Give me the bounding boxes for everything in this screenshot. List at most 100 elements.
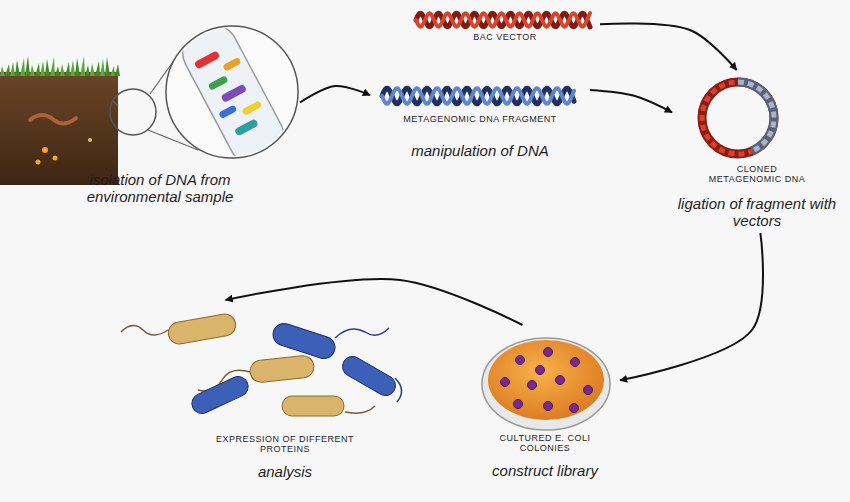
caption-label: CULTURED E. COLI COLONIES — [490, 433, 600, 454]
bacterium-tan — [282, 396, 344, 416]
tube-glass — [173, 15, 293, 174]
grass-blade — [35, 63, 40, 76]
caption-label: EXPRESSION OF DIFFERENT PROTEINS — [198, 434, 373, 455]
caption-label: CLONED METAGENOMIC DNA — [700, 164, 815, 185]
microbe — [241, 100, 262, 116]
step-label: construct library — [492, 462, 598, 479]
grass-blade — [95, 61, 100, 76]
fragment-step: METAGENOMIC DNA FRAGMENT manipulation of … — [370, 78, 590, 164]
grass-blade — [50, 57, 55, 76]
soil-particle — [36, 160, 41, 165]
microbe — [234, 118, 259, 136]
cloning-step: CLONED METAGENOMIC DNA ligation of fragme… — [672, 70, 842, 233]
flow-arrow — [590, 90, 672, 112]
bacterium-blue — [339, 353, 399, 399]
plasmid-ring — [702, 82, 774, 154]
microbe — [222, 57, 241, 72]
grass-blade — [25, 56, 30, 76]
vector-label: BAC VECTOR — [410, 2, 600, 46]
grass-blade — [30, 65, 35, 76]
dna-strand — [416, 13, 590, 27]
grass-blade — [100, 59, 105, 76]
soil-particle — [53, 156, 58, 161]
insert-dna — [738, 82, 774, 151]
test-tube — [173, 15, 293, 174]
sample-step: isolation of DNA from environmental samp… — [20, 25, 300, 210]
grass-blade — [115, 64, 120, 76]
grass-blade — [45, 59, 50, 76]
flow-arrow — [226, 279, 523, 325]
grass-blade — [65, 62, 70, 76]
dna-strand — [382, 88, 574, 104]
flow-arrow — [620, 233, 763, 380]
colony — [571, 358, 580, 367]
dna-strand — [416, 13, 590, 27]
step-label: manipulation of DNA — [411, 142, 549, 159]
bacterium-blue — [270, 321, 338, 362]
grass-blade — [15, 60, 20, 76]
colony — [570, 404, 579, 413]
dish-rim — [482, 338, 610, 430]
grass-blade — [70, 60, 75, 76]
grass-blade — [80, 56, 85, 76]
step-label: analysis — [258, 463, 312, 480]
flagellum — [121, 325, 168, 335]
microbe — [220, 84, 247, 103]
plasmid — [702, 82, 774, 154]
grass-blade — [40, 61, 45, 76]
dna-strand — [382, 88, 574, 104]
plasmid-ring — [702, 82, 774, 154]
colony — [556, 376, 565, 385]
grass-blade — [85, 65, 90, 76]
insert-dna — [738, 82, 774, 151]
colony — [528, 381, 537, 390]
grass-blade — [10, 62, 15, 76]
lens-small — [110, 89, 156, 135]
flagellum — [335, 328, 389, 338]
colonies — [501, 348, 593, 413]
grass — [0, 56, 120, 76]
colony — [544, 402, 553, 411]
grass-blade — [0, 66, 5, 76]
petri-dish — [482, 338, 610, 430]
grass-blade — [105, 57, 110, 76]
colony — [514, 400, 523, 409]
microbe — [208, 75, 229, 91]
grass-blade — [60, 64, 65, 76]
bacterium-blue — [189, 373, 252, 416]
flow-arrow — [300, 86, 370, 103]
bacteria — [121, 312, 402, 416]
analysis-step: EXPRESSION OF DIFFERENT PROTEINS analysis — [150, 300, 420, 484]
bac-vector-helix — [416, 13, 590, 27]
magnifier — [110, 15, 298, 174]
agar — [488, 340, 604, 420]
earthworm — [30, 115, 76, 124]
soil-sample — [0, 56, 120, 185]
flow-arrow — [600, 23, 737, 70]
caption-label: BAC VECTOR — [473, 32, 536, 42]
colony — [584, 386, 593, 395]
dna-fragment-helix — [382, 88, 574, 104]
colony — [536, 366, 545, 375]
soil-particle — [42, 147, 48, 153]
library-step: CULTURED E. COLI COLONIES construct libra… — [470, 325, 620, 483]
grass-blade — [5, 64, 10, 76]
colony — [516, 356, 525, 365]
microbe — [194, 50, 221, 69]
microbe — [218, 104, 237, 119]
colony — [544, 348, 553, 357]
grass-blade — [20, 58, 25, 76]
flagellum — [345, 406, 375, 413]
soil — [0, 72, 118, 185]
colony — [501, 378, 510, 387]
grass-blade — [90, 63, 95, 76]
caption-label: METAGENOMIC DNA FRAGMENT — [403, 114, 556, 124]
flagellum — [395, 378, 402, 402]
grass-blade — [110, 66, 115, 76]
grass-blade — [75, 58, 80, 76]
step-label: ligation of fragment with vectors — [677, 195, 837, 230]
bacterium-tan — [249, 355, 315, 384]
grass-blade — [55, 66, 60, 76]
